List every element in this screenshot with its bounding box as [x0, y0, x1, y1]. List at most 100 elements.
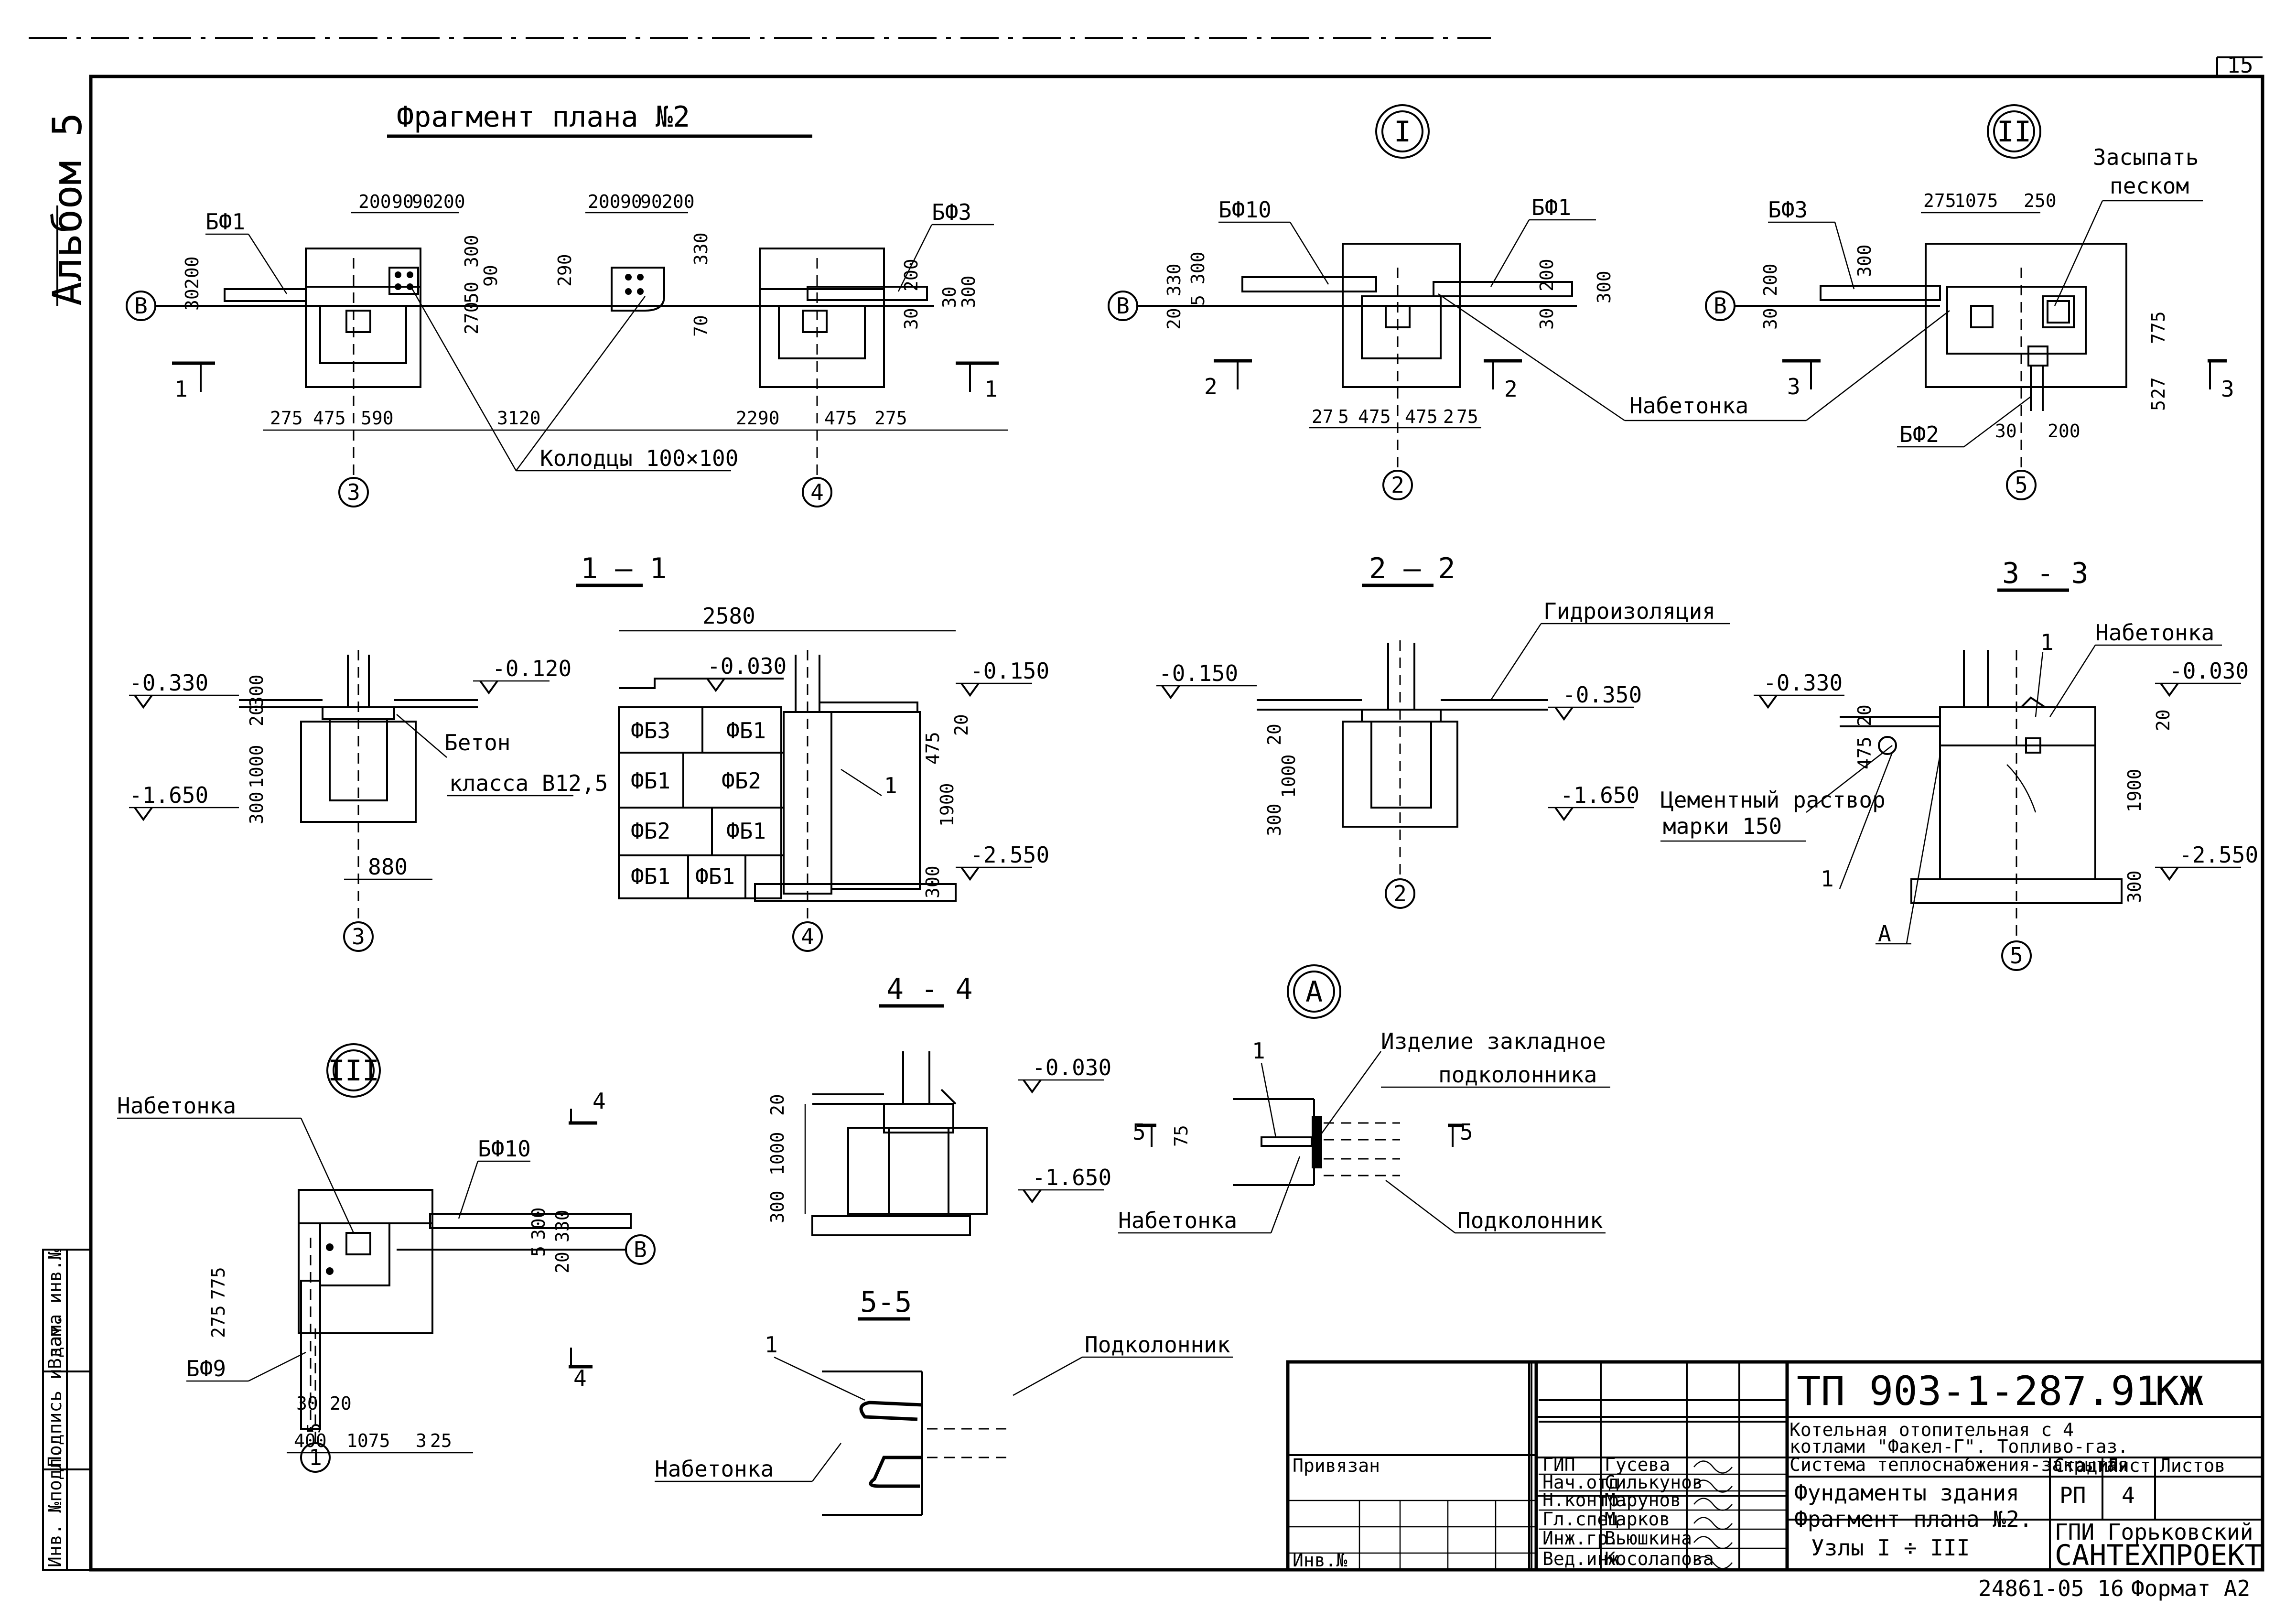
nodeA-section-right: 5 [1460, 1119, 1473, 1145]
plan-dim-tr3: 200 [662, 191, 695, 212]
node3-section-bottom: 4 [573, 1365, 587, 1391]
plan-dim-tl2: 90 [412, 191, 434, 212]
plan-dim-vm5: 330 [690, 232, 711, 265]
plan-dim-b3: 3120 [497, 408, 541, 429]
plan-dim-vl1: 200 [182, 256, 203, 289]
tb-name-0: Гусева [1605, 1454, 1670, 1475]
tb-sheet-title-1: Фундаменты здания [1794, 1480, 2019, 1506]
sec33-mortar-2: марки 150 [1663, 813, 1782, 839]
plan-axis-b: В [134, 293, 148, 319]
sec44-title: 4 - 4 [886, 972, 973, 1006]
sec11-dim-r3: 300 [922, 865, 943, 898]
node3-mark-bf10: БФ10 [478, 1136, 531, 1162]
sec44-dim-l0: 20 [767, 1094, 788, 1116]
node1-section-right: 2 [1504, 376, 1518, 402]
node-2: II Засыпать песком В 5 БФ3 БФ2 3 3 275 1… [1705, 104, 2234, 500]
strip-vzam: Взам. инв.№ [44, 1249, 65, 1369]
tb-stage: РП [2059, 1482, 2086, 1508]
node3-dim-vr0: 5 [528, 1246, 549, 1257]
tb-org-2: САНТЕХПРОЕКТ [2055, 1539, 2262, 1572]
sec33-level-0: -0.330 [1763, 670, 1843, 696]
node3-axis-b: В [634, 1237, 647, 1263]
node3-dim-vl1: 775 [208, 1267, 229, 1300]
node1-dim-b1: 5 [1338, 406, 1349, 427]
plan-wells-label: Колодцы 100×100 [540, 445, 738, 471]
plan-dim-tl0: 200 [358, 191, 391, 212]
plan-axis-4: 4 [810, 479, 824, 505]
plan-dim-vm1: 90 [480, 265, 501, 287]
plan-section-mark-right: 1 [984, 376, 998, 402]
sec11-title: 1 – 1 [581, 552, 667, 585]
plan-dim-b0: 275 [270, 408, 303, 429]
sec22-title: 2 – 2 [1369, 552, 1455, 585]
sec33-mark-1a: 1 [2040, 629, 2054, 655]
node-1: I В 2 БФ10 БФ1 2 2 27 5 475 475 2 75 20 … [1108, 104, 1950, 500]
plan-dim-vm4: 290 [554, 254, 575, 287]
node2-mark-bf2: БФ2 [1899, 421, 1939, 447]
node3-dim-b2: 3 [416, 1430, 427, 1451]
sec22-dim-l2: 300 [1264, 803, 1285, 836]
node3-dim-vl2: 5 [303, 1423, 324, 1434]
node1-dim-vl1: 330 [1164, 263, 1185, 296]
sec33-level-2: -2.550 [2179, 842, 2258, 868]
sec33-mortar-1: Цементный раствор [1660, 787, 1886, 813]
plan-well-right [611, 267, 665, 312]
node2-dim-vr0: 775 [2148, 311, 2169, 344]
section-1-1: 1 – 1 3 -0.330 -1.650 -0.120 300 20 1000… [129, 552, 1049, 952]
node1-section-left: 2 [1204, 374, 1218, 399]
sec11-dim-r2: 20 [951, 714, 972, 736]
sec11-level-2: -0.120 [492, 656, 571, 681]
sec33-dim-r2: 300 [2124, 870, 2145, 903]
plan-mark-bf1: БФ1 [205, 209, 245, 235]
footer-format: Формат А2 [2131, 1576, 2250, 1601]
sec33-mark-1b: 1 [1821, 866, 1834, 892]
node1-title: I [1394, 115, 1411, 149]
tb-name-5: Косолапова [1605, 1548, 1714, 1569]
node3-dim-b1: 1075 [346, 1430, 390, 1451]
node1-axis-2: 2 [1391, 472, 1404, 498]
plan-dim-vr1: 200 [901, 259, 922, 291]
node3-section-top: 4 [593, 1088, 606, 1114]
sec44-level-1: -1.650 [1032, 1165, 1111, 1190]
sec11-concrete-1: Бетон [444, 730, 510, 756]
node3-dim-vr2: 20 [552, 1252, 573, 1274]
node2-dim-vr1: 27 [2148, 377, 2169, 399]
tb-stage-h: Стадия [2054, 1455, 2119, 1476]
plan-dim-vr3: 30 [939, 286, 960, 308]
node1-dim-b3: 475 [1405, 406, 1438, 427]
sec11-dim-l0: 300 [246, 674, 267, 707]
nodeA-embedded-2: подколонника [1438, 1062, 1597, 1088]
node3-mark-bf9: БФ9 [186, 1356, 226, 1382]
nodeA-mark-1: 1 [1252, 1038, 1265, 1064]
nodeA-dim-75: 75 [1171, 1125, 1192, 1147]
plan-dim-tl3: 200 [432, 191, 465, 212]
sec22-level-0: -0.150 [1159, 660, 1238, 686]
node2-dim-vl2: 300 [1854, 244, 1875, 277]
node2-dim-vr2: 5 [2148, 400, 2169, 411]
sec22-level-1: -0.350 [1563, 682, 1642, 708]
plan-fragment: Фрагмент плана №2 В [126, 100, 1008, 507]
node1-mark-bf1: БФ1 [1531, 194, 1571, 220]
sec11-block-2: ФБ1 [631, 768, 670, 794]
sec22-axis-2: 2 [1393, 881, 1407, 907]
sec22-waterproofing: Гидроизоляция [1543, 598, 1715, 624]
sec11-dim-l2: 1000 [246, 745, 267, 788]
tb-mark: КЖ [2155, 1368, 2203, 1414]
node1-dim-b4: 2 [1443, 406, 1454, 427]
tb-role-5: Вед.инж [1542, 1548, 1619, 1569]
sec11-axis-3: 3 [352, 924, 365, 950]
tb-org-1: ГПИ Горьковский [2055, 1519, 2253, 1545]
node2-dim-b1: 200 [2048, 421, 2080, 442]
sec11-block-1: ФБ1 [726, 718, 766, 744]
sec11-level-3: -0.030 [707, 653, 787, 679]
node1-nabetonka: Набетонка [1629, 393, 1748, 419]
node2-dim-vl0: 30 [1760, 308, 1781, 330]
sec33-dim-l0: 20 [1854, 704, 1875, 726]
title-block: Привязан Инв.№ ГИП Нач.отд Н.контр. Гл.с… [1286, 1360, 2264, 1572]
nodeA-embedded-1: Изделие закладное [1381, 1028, 1606, 1054]
plan-dim-vm2: 50 [461, 281, 482, 303]
sec33-dim-r0: 20 [2153, 709, 2174, 731]
sec11-concrete-2: класса В12,5 [449, 770, 608, 796]
plan-dim-vm6: 70 [690, 315, 711, 337]
